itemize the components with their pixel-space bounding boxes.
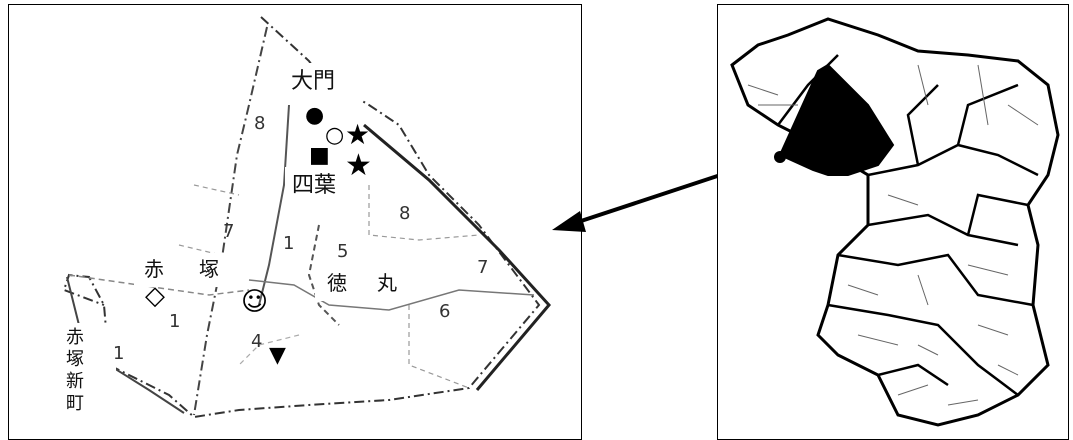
place-label-akatsuka-1: 赤 bbox=[144, 257, 164, 281]
block-number: 6 bbox=[439, 301, 451, 322]
internal-boundary-4 bbox=[248, 279, 535, 311]
block-number: 7 bbox=[223, 221, 235, 242]
place-label-akatsuka-shinmachi: 赤 塚 新 町 bbox=[65, 327, 85, 415]
internal-boundary-3 bbox=[307, 224, 340, 326]
akatsuka-shinmachi-char-4: 町 bbox=[66, 393, 84, 414]
block-number: 1 bbox=[169, 311, 181, 332]
city-outline bbox=[730, 17, 1060, 427]
block-number: 5 bbox=[337, 241, 349, 262]
internal-boundary-9 bbox=[238, 334, 300, 366]
place-label-yotsuba: 四葉 bbox=[292, 173, 337, 198]
block-number: 8 bbox=[254, 113, 266, 134]
star-marker-1: ★ bbox=[345, 118, 371, 151]
place-label-akatsuka-2: 塚 bbox=[199, 257, 219, 281]
internal-boundary-7 bbox=[408, 305, 470, 389]
akatsuka-shinmachi-char-2: 塚 bbox=[66, 349, 84, 370]
block-number: 7 bbox=[477, 257, 489, 278]
block-number: 1 bbox=[283, 233, 295, 254]
place-label-daimon: 大門 bbox=[291, 69, 336, 94]
star-marker-2: ★ bbox=[345, 148, 372, 183]
down-triangle-marker: ▼ bbox=[269, 343, 286, 368]
highlighted-district bbox=[778, 63, 895, 176]
open-circle-marker: ○ bbox=[325, 123, 345, 148]
district-outline bbox=[62, 16, 541, 419]
filled-square-marker: ■ bbox=[309, 143, 330, 168]
block-number: 4 bbox=[251, 331, 263, 352]
place-label-tokumaru-2: 丸 bbox=[377, 271, 397, 295]
akatsuka-shinmachi-char-3: 新 bbox=[66, 371, 84, 392]
detail-map-panel: 大門 四葉 赤 塚 徳 丸 赤 塚 新 町 8 7 1 5 8 7 6 1 1 … bbox=[8, 4, 582, 440]
open-diamond-marker: ◇ bbox=[145, 281, 165, 311]
ward-sub-boundaries bbox=[747, 64, 1039, 406]
block-number: 8 bbox=[399, 203, 411, 224]
internal-boundary-6 bbox=[368, 185, 480, 241]
ward-boundaries bbox=[777, 54, 1039, 396]
place-label-tokumaru-1: 徳 bbox=[327, 271, 347, 295]
block-number: 1 bbox=[113, 343, 125, 364]
district-edge-east bbox=[363, 123, 551, 391]
overview-map-panel bbox=[717, 4, 1069, 440]
internal-boundary-1 bbox=[193, 26, 268, 416]
internal-boundary-2 bbox=[258, 104, 290, 306]
akatsuka-shinmachi-char-1: 赤 bbox=[66, 327, 84, 348]
smiley-marker: ☺ bbox=[241, 287, 269, 317]
detail-map-boundaries bbox=[54, 16, 551, 433]
overview-map bbox=[730, 17, 1060, 427]
filled-circle-marker: ● bbox=[305, 103, 325, 128]
internal-boundary-8 bbox=[178, 184, 240, 256]
internal-boundary-5 bbox=[68, 274, 250, 296]
